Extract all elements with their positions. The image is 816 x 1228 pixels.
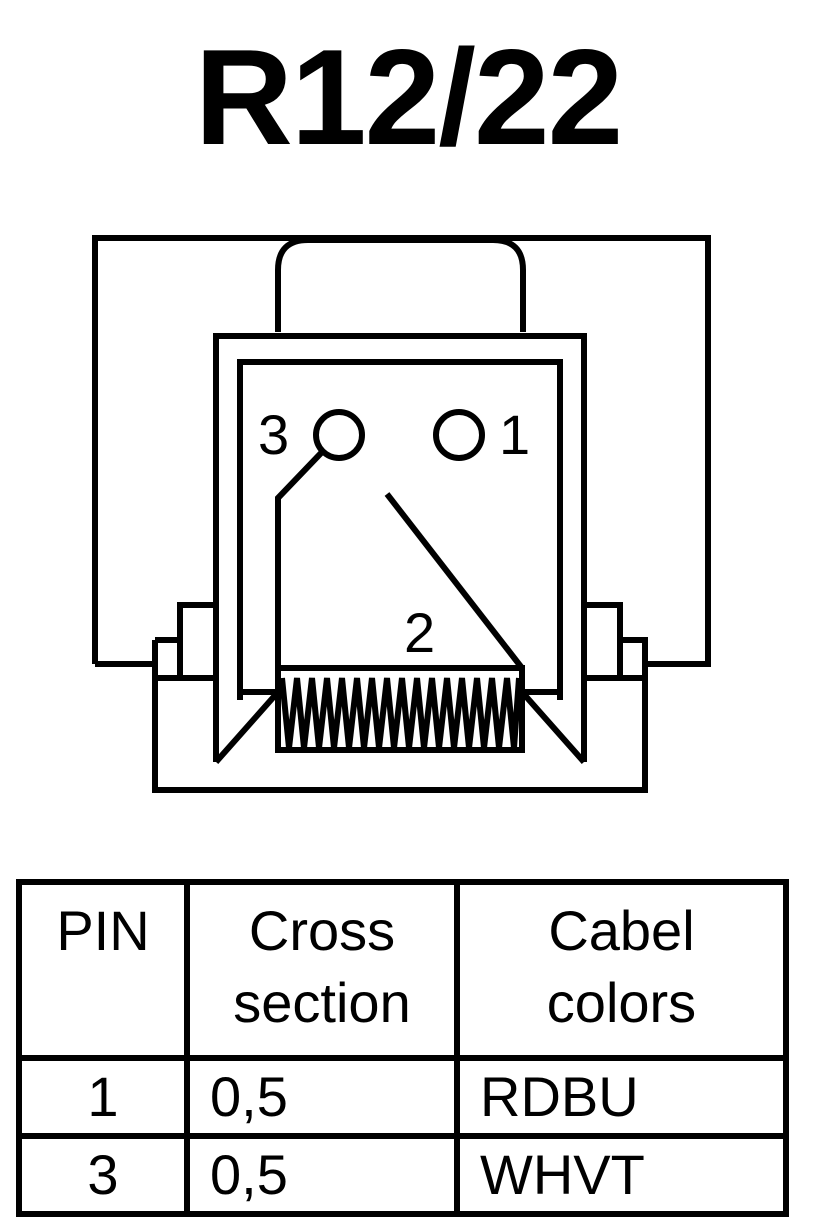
top-latch [275,237,526,332]
right-barb [515,689,587,764]
pin-3-wire [275,448,326,668]
header-cable-colors: Cabel colors [454,879,789,1061]
left-barb [213,689,285,764]
header-cross-section: Cross section [184,879,460,1061]
cell-cross-section: 0,5 [184,1133,460,1217]
carrier-outer [213,333,587,762]
pin-2-wire [384,492,525,670]
header-pin-line1: PIN [56,899,150,962]
cell-cable-color: WHVT [454,1133,789,1217]
pin-1-label: 1 [499,403,530,466]
cell-pin: 1 [16,1055,190,1139]
table-header-row: PIN Cross section Cabel colors [16,879,789,1061]
cell-pin: 3 [16,1133,190,1217]
cell-cross-section: 0,5 [184,1055,460,1139]
pin-3-label: 3 [258,403,289,466]
left-bracket [177,602,219,681]
pin-3-contact [313,409,365,461]
header-cross-section-line1: Cross [248,899,396,962]
cell-cable-color: RDBU [454,1055,789,1139]
pin-1-contact [433,409,485,461]
spring-contacts [279,677,522,749]
header-cross-section-line2: section [233,971,411,1034]
table-row: 1 0,5 RDBU [16,1055,789,1139]
pin-2-label: 2 [404,601,435,664]
header-cable-colors-line2: colors [546,971,697,1034]
carrier-inner [237,359,563,700]
table-row: 3 0,5 WHVT [16,1133,789,1217]
diagram-title: R12/22 [194,21,624,173]
pin-assignment-table: PIN Cross section Cabel colors 1 0,5 RDB… [16,879,789,1217]
outer-housing [92,235,711,667]
header-cable-colors-line1: Cabel [548,899,695,962]
right-bracket [581,602,623,681]
terminal-block [275,665,525,753]
connector-diagram: 3 1 2 [92,235,711,793]
base-frame-left-tab [155,637,183,681]
header-pin: PIN [16,879,190,1061]
